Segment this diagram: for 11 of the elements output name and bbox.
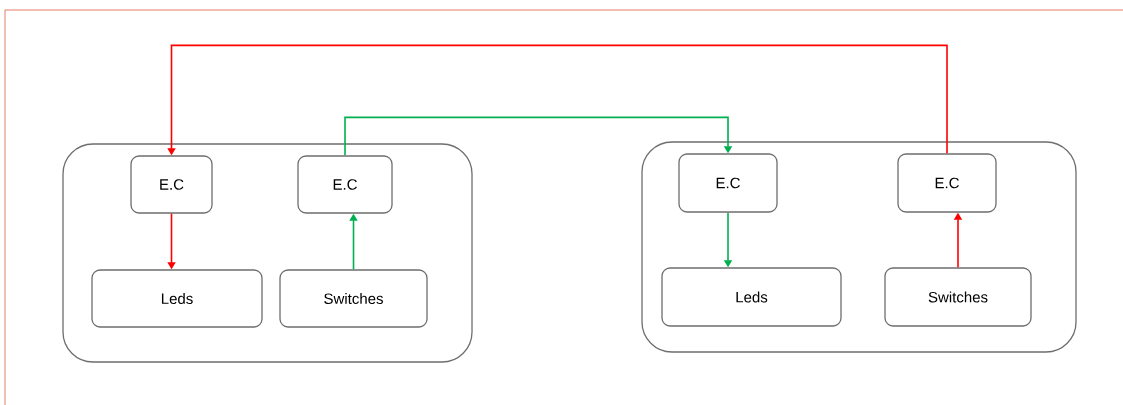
module-box: Switches	[884, 267, 1032, 327]
group-box	[62, 143, 473, 363]
module-box: E.C	[297, 155, 393, 214]
module-box: Leds	[661, 267, 842, 327]
module-box: E.C	[130, 155, 213, 214]
module-box: E.C	[678, 153, 778, 213]
module-box: Leds	[91, 269, 263, 328]
module-box: E.C	[897, 153, 997, 213]
module-box: Switches	[279, 269, 428, 328]
group-box	[641, 141, 1077, 353]
arrow	[344, 116, 733, 157]
